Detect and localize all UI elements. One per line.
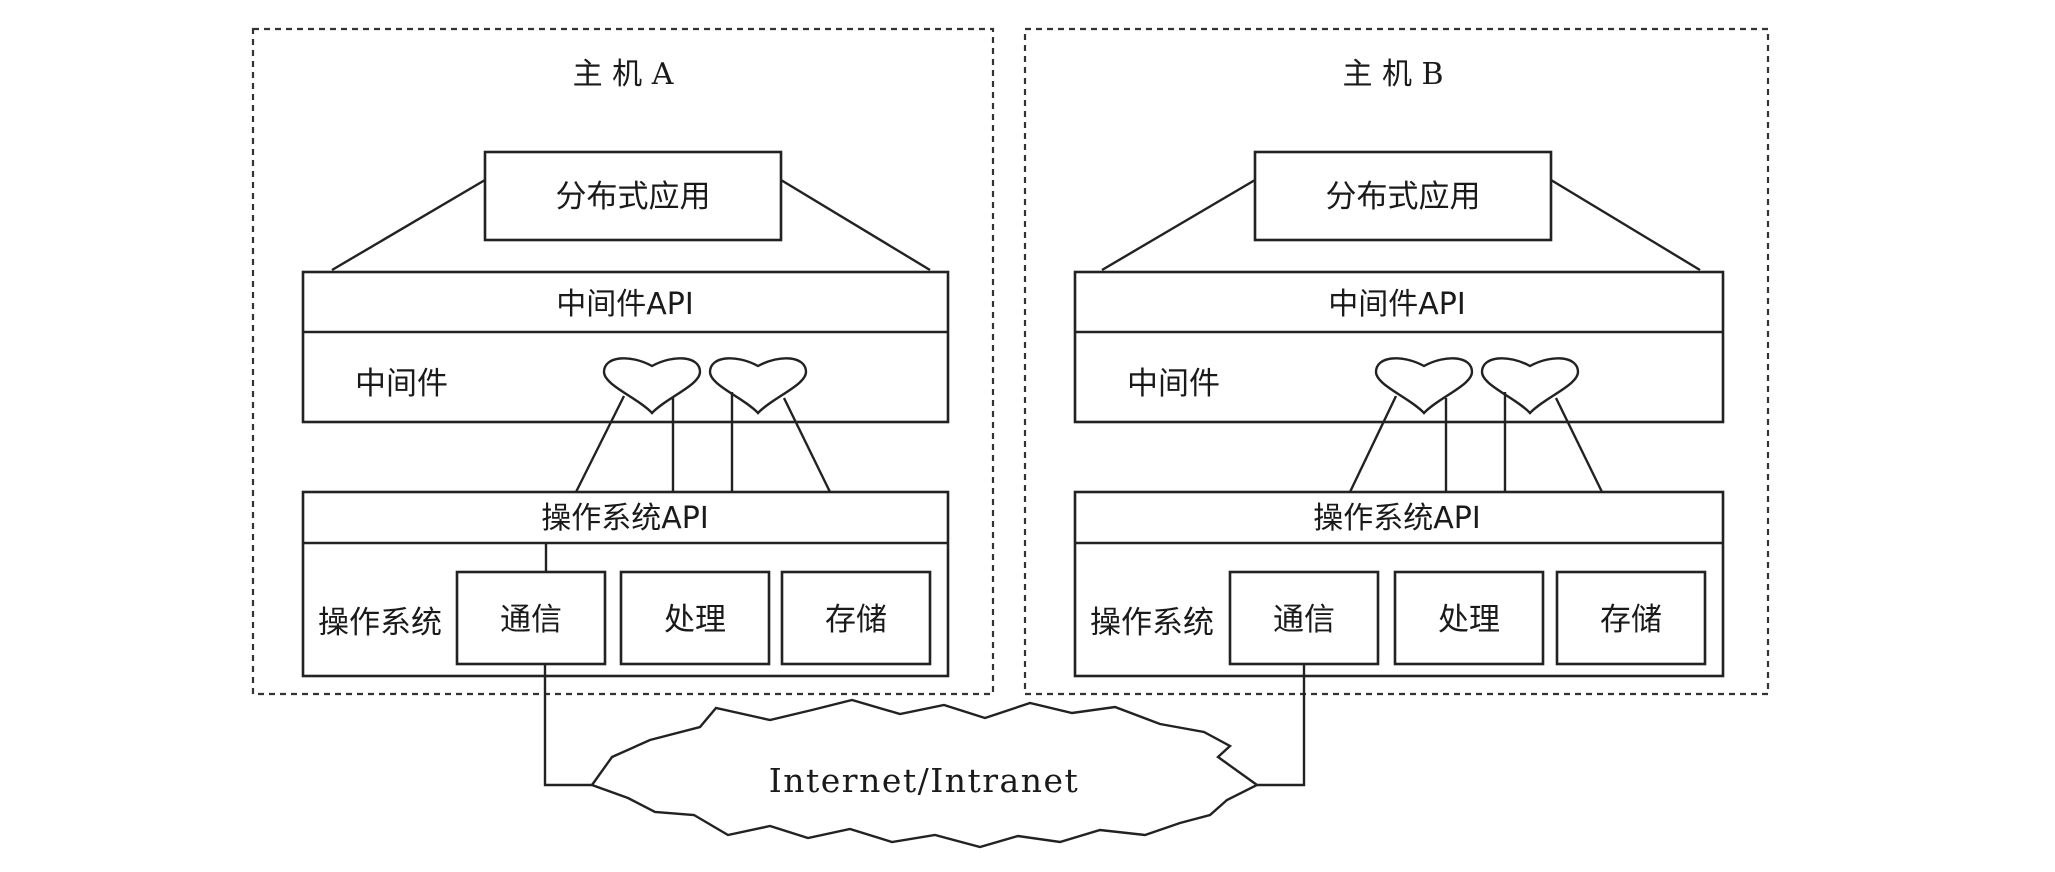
host-a-heart-line-1 bbox=[574, 395, 626, 493]
host-a-process-box bbox=[619, 570, 771, 666]
host-b-storage-box bbox=[1555, 570, 1707, 666]
host-a-os-api-label: 操作系统API bbox=[541, 501, 708, 536]
host-b-os-api-label: 操作系统API bbox=[1313, 501, 1480, 536]
host-b-heart-line-1 bbox=[1348, 395, 1398, 493]
host-b-storage-label: 存储 bbox=[1600, 602, 1662, 638]
host-a-middleware-label: 中间件 bbox=[355, 366, 448, 402]
host-a: 主 机 A 分布式应用 中间件API 中间件 操作系统API 操作系统 通信 处… bbox=[251, 27, 995, 696]
host-a-app-connector-right bbox=[780, 178, 931, 272]
host-b-boundary bbox=[1023, 27, 1770, 696]
host-b-app-connector-left bbox=[1101, 178, 1256, 272]
host-b-process-label: 处理 bbox=[1438, 602, 1500, 638]
network-cloud-shape bbox=[590, 698, 1260, 849]
host-b-title: 主 机 B bbox=[1342, 57, 1443, 92]
host-a-storage-box bbox=[780, 570, 932, 666]
host-a-app-connector-left bbox=[331, 178, 486, 272]
host-a-comm-box bbox=[455, 570, 607, 666]
host-a-middleware-box bbox=[301, 270, 950, 424]
host-b-middleware-label: 中间件 bbox=[1127, 366, 1220, 402]
host-b-heart-icon-1 bbox=[1374, 357, 1474, 415]
host-b-middleware-box bbox=[1073, 270, 1725, 424]
host-a-heart-line-4 bbox=[782, 397, 832, 493]
host-a-app-box bbox=[483, 150, 783, 242]
host-b-app-label: 分布式应用 bbox=[1326, 179, 1481, 215]
network: Internet/Intranet bbox=[543, 664, 1306, 849]
host-b-heart-icon-2 bbox=[1480, 357, 1580, 415]
host-b-comm-label: 通信 bbox=[1273, 602, 1335, 638]
host-a-network-link bbox=[543, 664, 592, 787]
host-a-middleware-api-label: 中间件API bbox=[556, 287, 693, 322]
host-b-process-box bbox=[1393, 570, 1545, 666]
host-a-app-label: 分布式应用 bbox=[556, 179, 711, 215]
host-b-app-connector-right bbox=[1550, 178, 1701, 272]
host-a-process-label: 处理 bbox=[664, 602, 726, 638]
host-b-heart-line-4 bbox=[1554, 397, 1604, 493]
host-a-os-label: 操作系统 bbox=[318, 605, 442, 641]
host-a-comm-label: 通信 bbox=[500, 602, 562, 638]
host-b: 主 机 B 分布式应用 中间件API 中间件 操作系统API 操作系统 通信 处… bbox=[1023, 27, 1770, 696]
host-b-app-box bbox=[1253, 150, 1553, 242]
host-b-os-box bbox=[1073, 490, 1725, 678]
host-a-heart-icon-2 bbox=[708, 357, 808, 415]
host-a-heart-icon-1 bbox=[602, 357, 702, 415]
network-label: Internet/Intranet bbox=[769, 761, 1080, 800]
host-a-boundary bbox=[251, 27, 995, 696]
host-a-os-box bbox=[301, 490, 950, 678]
host-b-network-link bbox=[1257, 664, 1306, 787]
host-b-middleware-api-label: 中间件API bbox=[1328, 287, 1465, 322]
host-b-os-label: 操作系统 bbox=[1090, 605, 1214, 641]
host-a-storage-label: 存储 bbox=[825, 602, 887, 638]
host-a-title: 主 机 A bbox=[573, 57, 674, 92]
